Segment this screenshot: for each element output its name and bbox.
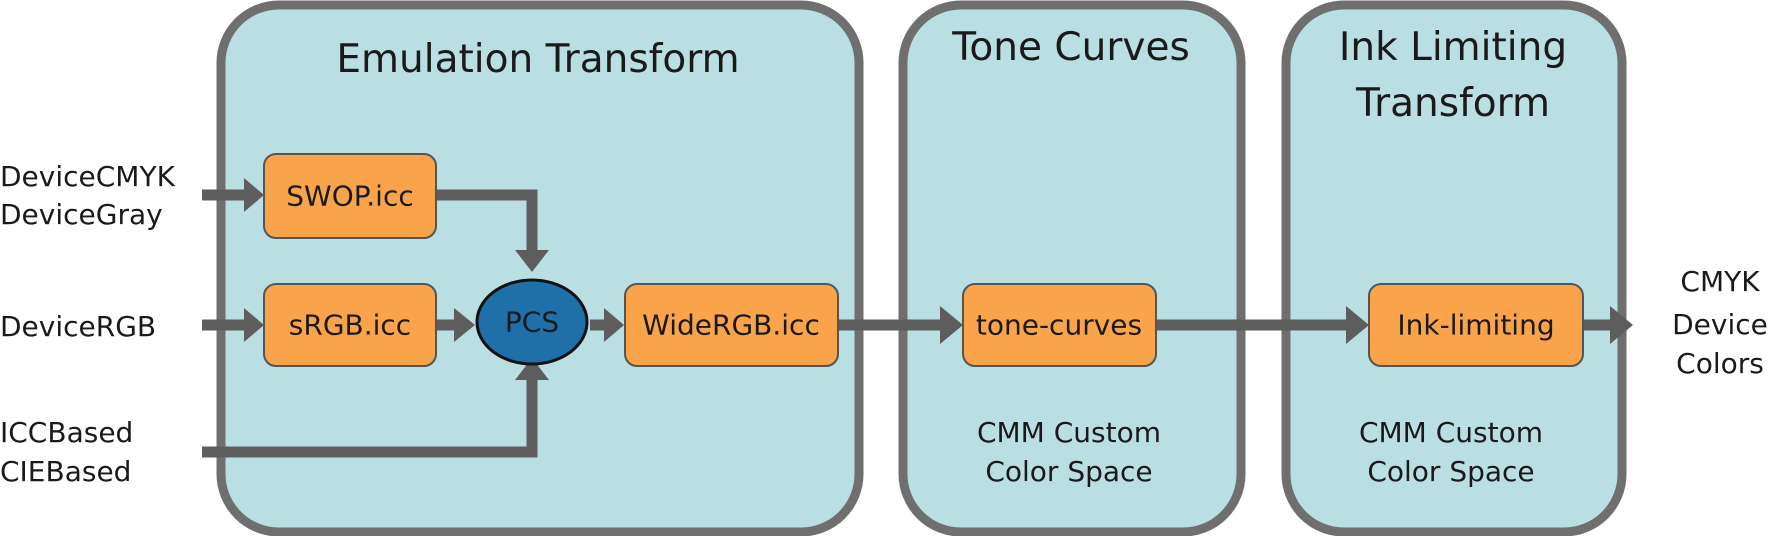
output-cmyk: CMYK [1680,265,1760,298]
swop-icc-label: SWOP.icc [286,180,414,213]
emulation-transform-panel [216,0,864,536]
input-devicergb: DeviceRGB [0,310,156,343]
ink-limiting-title-line1: Ink Limiting [1339,25,1567,70]
arrowhead-pcs-left [454,308,475,342]
tone-curves-label: tone-curves [976,309,1142,342]
ink-limiting-panel [1281,0,1627,536]
srgb-icc-box[interactable]: sRGB.icc [263,283,437,367]
arrowhead-pcs-bottom [515,358,549,380]
pcs-node[interactable]: PCS [475,278,589,366]
emulation-transform-title: Emulation Transform [336,37,739,82]
ink-color-space-label: Color Space [1367,455,1534,488]
pcs-label: PCS [505,306,559,339]
arrow-icc-to-pcs [202,380,538,458]
tone-color-space-label: Color Space [985,455,1152,488]
srgb-icc-label: sRGB.icc [289,309,411,342]
tone-curves-box[interactable]: tone-curves [962,283,1157,367]
output-device: Device [1672,308,1768,341]
input-devicegray: DeviceGray [0,198,163,231]
input-iccbased: ICCBased [0,416,133,449]
arrowhead-widergb-in [604,308,624,342]
arrowhead-ink-in [1346,306,1369,344]
ink-limiting-label: Ink-limiting [1397,309,1554,342]
widergb-icc-box[interactable]: WideRGB.icc [624,283,839,367]
output-colors: Colors [1676,347,1764,380]
swop-icc-box[interactable]: SWOP.icc [263,153,437,239]
input-devicecmyk: DeviceCMYK [0,160,176,193]
arrowhead-swop-in [244,178,264,212]
arrowhead-pcs-top [515,250,549,272]
tone-curves-title: Tone Curves [951,25,1190,70]
widergb-icc-label: WideRGB.icc [642,309,820,342]
input-ciebased: CIEBased [0,455,131,488]
arrowhead-srgb-in [244,308,264,342]
ink-limiting-title-line2: Transform [1355,81,1550,126]
ink-limiting-box[interactable]: Ink-limiting [1368,283,1584,367]
arrowhead-output [1610,306,1633,344]
arrow-swop-to-pcs [436,189,538,250]
tone-curves-panel [898,0,1246,536]
tone-cmm-custom-label: CMM Custom [977,416,1161,449]
ink-cmm-custom-label: CMM Custom [1359,416,1543,449]
arrowhead-tone-in [940,306,963,344]
